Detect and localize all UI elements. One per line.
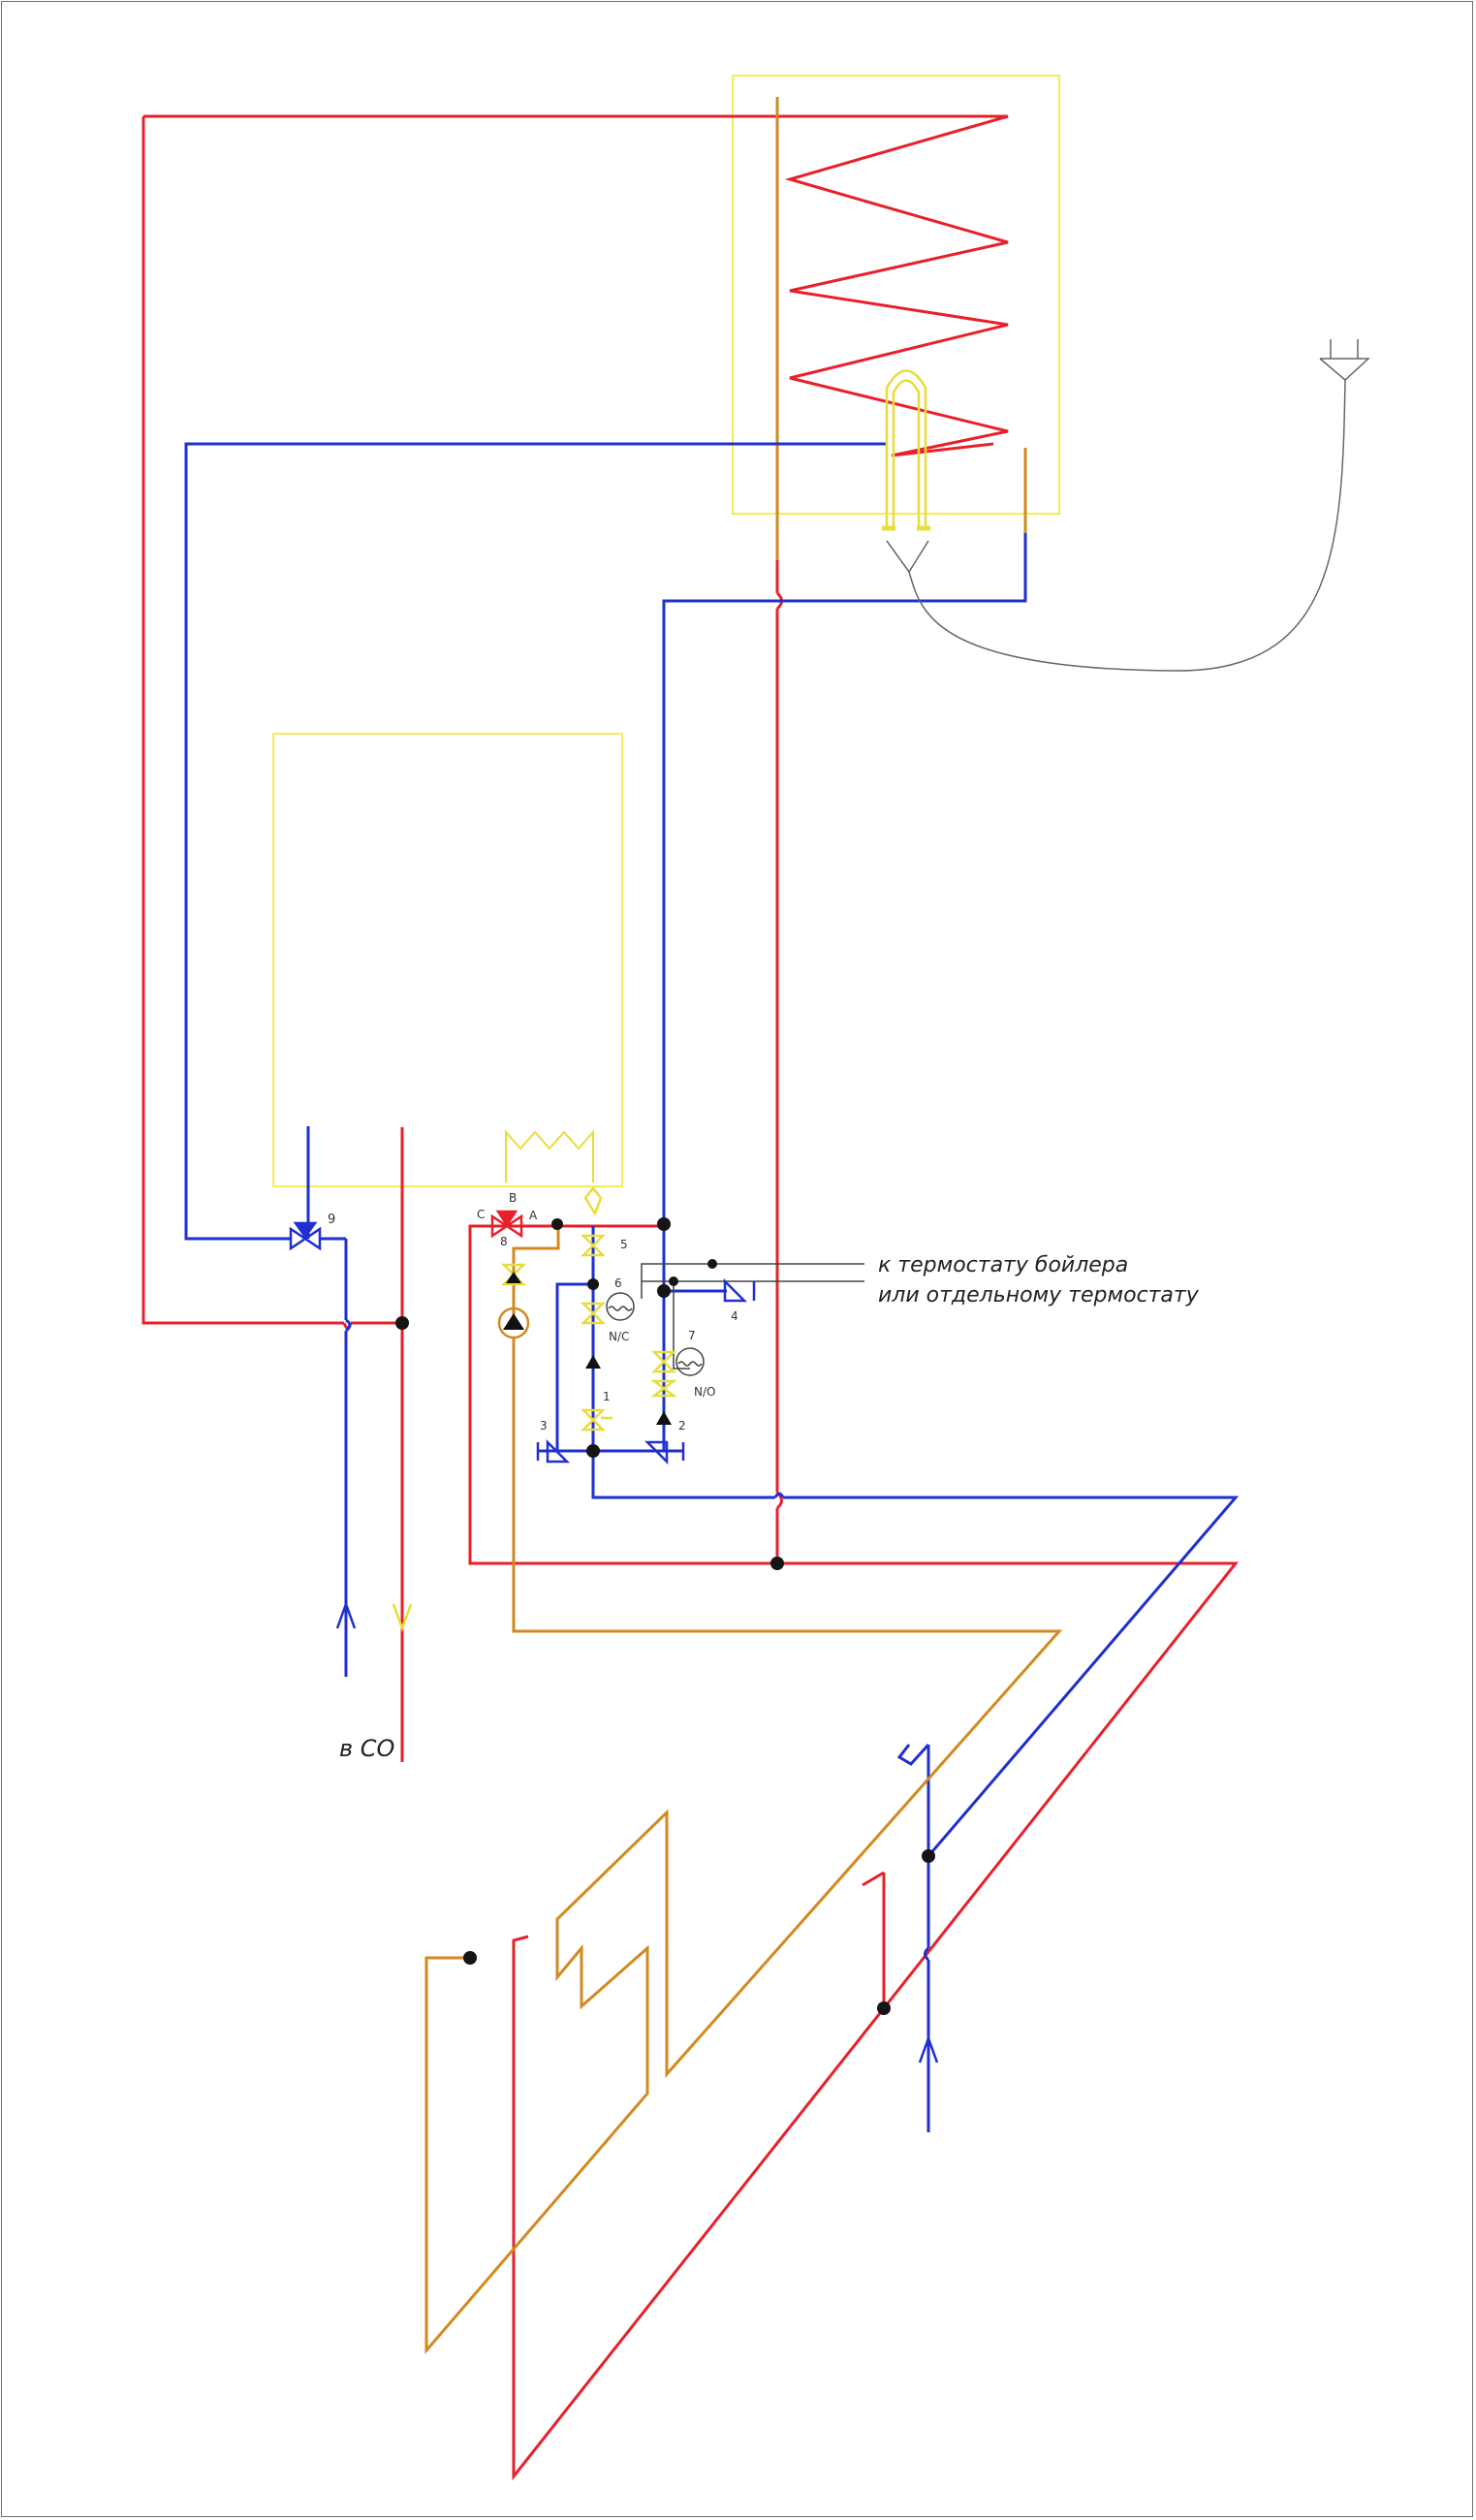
label-valve-7: 7: [688, 1329, 696, 1342]
check-valve-icon: [580, 1302, 612, 1432]
label-valve-1: 1: [603, 1390, 611, 1403]
three-way-valve-icon: [490, 1210, 523, 1239]
flow-arrow-icon: [392, 1603, 413, 1632]
label-port-a: A: [529, 1209, 538, 1222]
ball-valve-icon: [580, 1185, 607, 1257]
label-no: N/O: [694, 1385, 715, 1399]
supply-pipe-left-loop: [141, 116, 344, 1325]
label-valve-3: 3: [540, 1419, 548, 1433]
storage-tank-outline: [732, 75, 1060, 515]
to-heating-label: в СО: [339, 1735, 394, 1762]
pipe-crossover: [924, 1946, 930, 1962]
pipe-crossover: [345, 1318, 352, 1333]
return-pipe-from-tank: [184, 442, 887, 1241]
circulation-pipe: [512, 1224, 560, 1318]
tank-heater-u-element: [885, 369, 927, 528]
supply-riser-right-tip: [862, 1871, 885, 1887]
tank-heating-coil: [143, 114, 1009, 457]
label-valve-9: 9: [328, 1213, 335, 1227]
return-pipe-tank-outlet: [662, 533, 1027, 1289]
circulation-pipe-return: [424, 1338, 1063, 2355]
flow-arrow-icon: [335, 1600, 939, 2063]
thermostat-note-line2: или отдельному термостату: [878, 1283, 1200, 1307]
thermostat-note-line1: к термостату бойлера: [878, 1253, 1128, 1277]
label-valve-6: 6: [614, 1276, 622, 1290]
ball-valve-icon: [289, 1221, 322, 1251]
junction-dot: [395, 1217, 935, 2015]
label-valve-4: 4: [731, 1309, 738, 1323]
thermostat-wire-top: [641, 1263, 864, 1299]
heating-boiler-outline: [272, 733, 623, 1187]
label-port-b: B: [509, 1191, 517, 1205]
label-nc: N/C: [609, 1330, 629, 1343]
label-port-c: C: [477, 1208, 485, 1221]
return-diagonal: [591, 1451, 775, 1499]
label-valve-5: 5: [620, 1238, 628, 1251]
return-diagonal-b: [783, 1496, 1240, 1948]
check-valve-icon: [500, 1263, 527, 1286]
pipe-crossover: [773, 1492, 785, 1498]
thermostat-wire-bottom: [673, 1280, 864, 1370]
air-vent-icon: [896, 1743, 930, 1766]
plug-icon: [1319, 358, 1370, 381]
supply-return-loop: [468, 1224, 1240, 2481]
pump-icon: [497, 1307, 530, 1339]
label-valve-8: 8: [500, 1235, 508, 1248]
boiler-heater-element: [505, 1129, 594, 1182]
thermostat-sensor-icon: [606, 1292, 705, 1376]
check-valve-icon: [650, 1350, 677, 1425]
power-cable: [886, 379, 1346, 672]
label-valve-2: 2: [678, 1419, 686, 1433]
ball-valve-icon: [536, 1277, 756, 1465]
